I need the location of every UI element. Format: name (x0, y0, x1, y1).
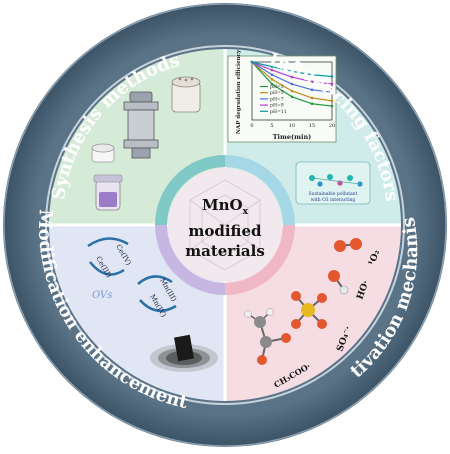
center-fill (168, 168, 282, 282)
chart-legend-label: pH=7 (270, 96, 284, 102)
influencing-illustrations: 0 5 10 15 20 pH=3pH=5pH=7pH=9pH=11 Time(min)… (227, 49, 371, 205)
chart-ylabel: NAP degradation efficiency (236, 49, 242, 134)
hydroxyl-molecule-icon (328, 270, 349, 295)
chart-data-point (310, 73, 314, 77)
chart-data-point (250, 60, 254, 64)
outer-ring-border (3, 3, 447, 447)
chart-legend-label: pH=9 (270, 103, 284, 109)
mn-cycle-arrow-bottom (139, 299, 177, 313)
inset-text-line1: Sustainable pollutant (309, 191, 358, 197)
chart-data-point (270, 68, 274, 72)
mn-cycle-arrow-top (137, 275, 173, 285)
chart-data-point (270, 65, 274, 68)
chart-xtick-label: 5 (270, 123, 273, 129)
chart-xtick-label: 10 (289, 123, 295, 129)
synthesis-illustrations (91, 76, 201, 211)
center-title-modified: modified (188, 222, 262, 240)
teflon-liner-icon (171, 76, 201, 113)
center-ring-segment-tr (224, 155, 295, 226)
pollutant-inset: Sustainable pollutant with O3 interactin… (295, 161, 371, 205)
label-oxygen-vacancies: OVs (92, 290, 112, 301)
chart-xlabel: Time(min) (273, 133, 312, 141)
ce-cycle-arrow-top (87, 237, 129, 248)
chart-data-point (310, 80, 314, 84)
chart-data-point (270, 73, 274, 77)
chart-xtick-label: 0 (250, 123, 253, 129)
center-ring-segment-tl (155, 155, 226, 226)
chart-data-point (270, 78, 274, 81)
center-title-materials: materials (185, 242, 265, 260)
chart-data-point (330, 82, 334, 86)
chart-data-point (290, 95, 294, 99)
chart-data-point (270, 82, 274, 86)
oxygen-molecule-icon (334, 238, 362, 252)
chart-xtick-label: 20 (329, 123, 335, 129)
inset-text-line2: with O3 interacting (311, 197, 356, 203)
chart-data-point (290, 82, 294, 86)
chart-data-point (330, 90, 334, 94)
chart-data-point (290, 69, 294, 73)
chart-data-point (330, 104, 334, 108)
chart-data-point (310, 96, 314, 100)
chart-legend-label: pH=5 (270, 90, 284, 96)
chart-xtick-label: 15 (309, 123, 315, 129)
center-ring-segment-bl (155, 224, 226, 295)
center-ring-segment-br (224, 224, 295, 295)
chart-data-point (330, 75, 334, 78)
center-title-mnox-subscript: x (243, 207, 249, 217)
chart-data-point (290, 75, 294, 79)
degradation-chart: 0 5 10 15 20 pH=3pH=5pH=7pH=9pH=11 Time(min)… (227, 49, 337, 143)
inner-ring-border (45, 45, 405, 405)
center-title-mnox-base: MnO (202, 196, 243, 214)
chart-data-point (310, 102, 314, 106)
magnetic-material-icon (150, 334, 218, 372)
cap-icon (91, 143, 115, 163)
ce-cycle-arrow-bottom (89, 261, 125, 276)
chart-legend-label: pH=3 (270, 84, 284, 90)
acetate-molecule-icon (244, 308, 291, 365)
vial-icon (93, 174, 123, 211)
center-badge: MnOx modified materials (155, 155, 295, 295)
chart-data-point (310, 88, 314, 92)
center-title-mnox: MnOx (202, 196, 249, 217)
chart-data-point (290, 89, 294, 93)
chart-data-point (330, 99, 334, 103)
chart-legend-label: pH=11 (270, 109, 287, 115)
autoclave-icon (123, 91, 159, 159)
crystal-structure-graphic (189, 179, 261, 271)
sulfate-molecule-icon (291, 291, 327, 329)
